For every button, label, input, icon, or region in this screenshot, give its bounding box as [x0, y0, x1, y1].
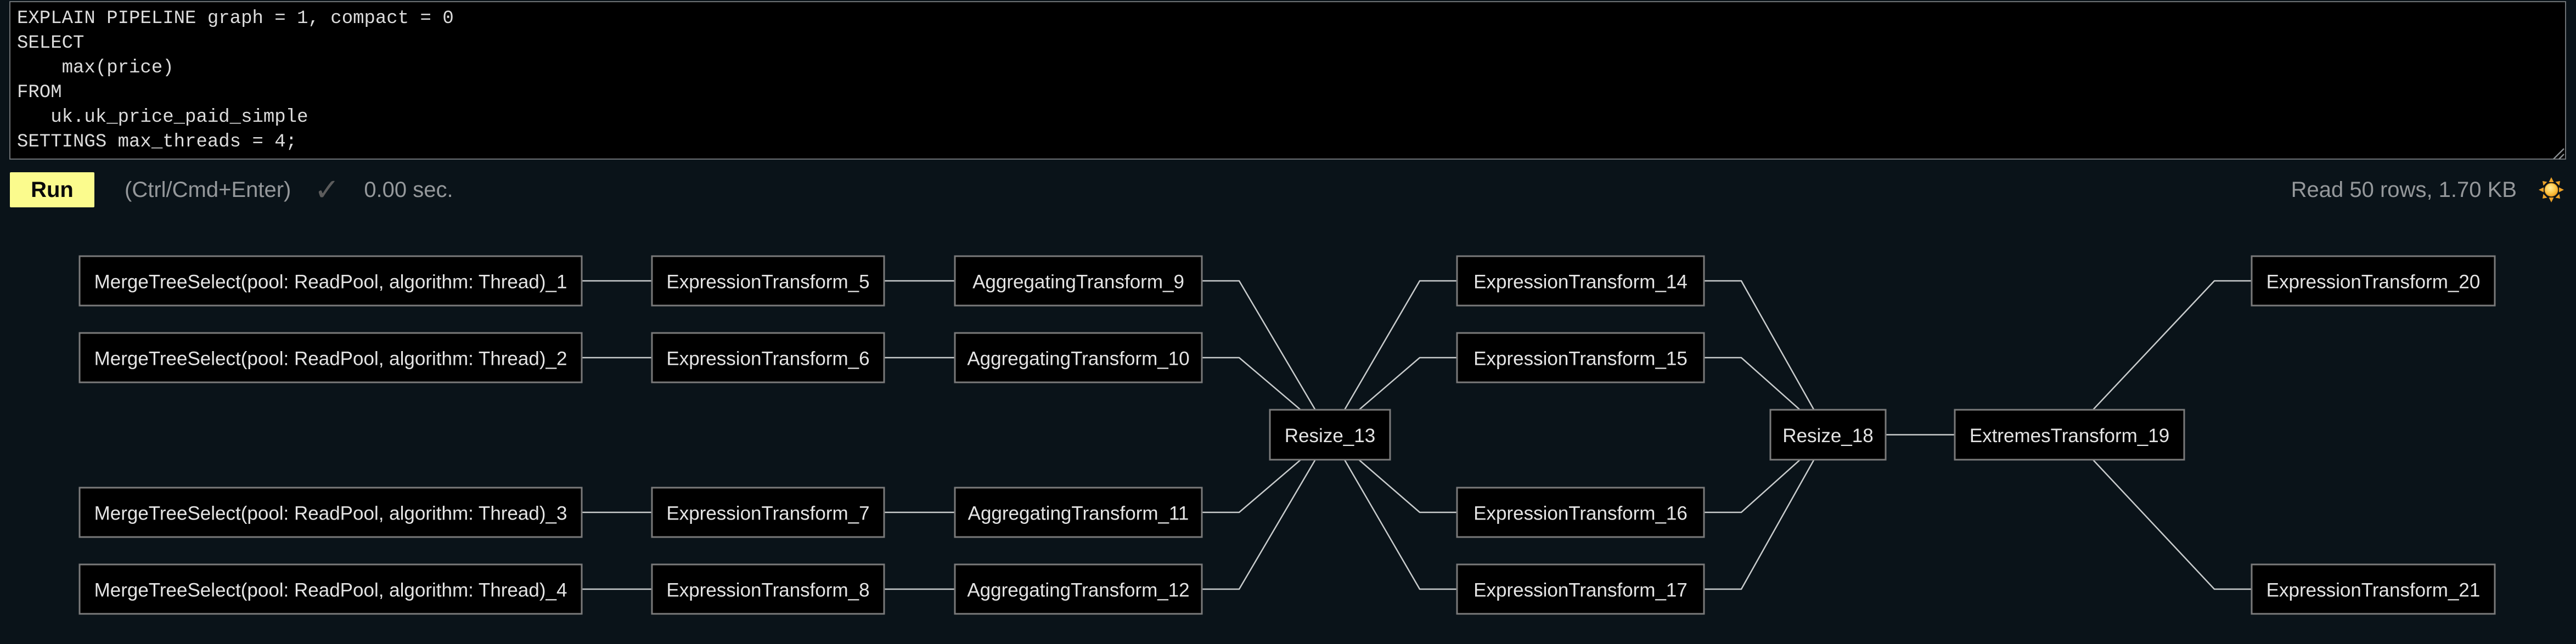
graph-node [1456, 487, 1705, 538]
graph-node [1769, 409, 1887, 461]
elapsed-time: 0.00 sec. [364, 177, 453, 202]
graph-node-label: ExpressionTransform_14 [1473, 272, 1688, 293]
graph-node-label: ExpressionTransform_5 [666, 272, 869, 293]
graph-node [954, 487, 1203, 538]
graph-node [954, 563, 1203, 615]
query-editor[interactable]: EXPLAIN PIPELINE graph = 1, compact = 0 … [9, 1, 2566, 160]
graph-node-label: ExpressionTransform_17 [1473, 580, 1688, 601]
graph-node [1456, 332, 1705, 383]
graph-node-label: ExpressionTransform_7 [666, 503, 869, 524]
graph-node [651, 332, 885, 383]
graph-node [78, 332, 583, 383]
graph-node [954, 332, 1203, 383]
graph-node-label: MergeTreeSelect(pool: ReadPool, algorith… [94, 272, 567, 293]
graph-node-label: AggregatingTransform_10 [967, 348, 1189, 370]
graph-node-label: ExpressionTransform_21 [2266, 580, 2481, 601]
graph-node [954, 255, 1203, 307]
graph-edge [1704, 434, 1829, 513]
graph-edge [1329, 280, 1457, 436]
graph-node [1456, 255, 1705, 307]
graph-node [78, 563, 583, 615]
graph-node [1456, 563, 1705, 615]
graph-node [651, 487, 885, 538]
graph-node [651, 255, 885, 307]
graph-node-label: ExpressionTransform_8 [666, 580, 869, 601]
graph-node-label: ExpressionTransform_20 [2266, 272, 2481, 293]
graph-node [78, 255, 583, 307]
graph-node [1269, 409, 1391, 461]
graph-node-label: ExtremesTransform_19 [1970, 425, 2169, 447]
graph-node-label: AggregatingTransform_11 [968, 503, 1189, 524]
graph-edge [1202, 280, 1331, 436]
run-button[interactable]: Run [10, 172, 94, 207]
graph-edge [1202, 357, 1331, 436]
read-stats: Read 50 rows, 1.70 KB [2291, 177, 2517, 202]
graph-edge [1202, 434, 1331, 513]
graph-edge [2069, 434, 2252, 590]
graph-node [2251, 563, 2496, 615]
graph-edge [1329, 357, 1457, 436]
graph-edge [1329, 434, 1457, 590]
success-check-icon: ✓ [314, 172, 340, 207]
sun-icon[interactable] [2539, 177, 2564, 202]
graph-edge [1329, 434, 1457, 513]
graph-node-label: Resize_18 [1782, 425, 1873, 447]
graph-edge [2069, 280, 2252, 436]
graph-edge [1704, 357, 1829, 436]
shortcut-hint: (Ctrl/Cmd+Enter) [125, 177, 291, 202]
graph-node-label: MergeTreeSelect(pool: ReadPool, algorith… [94, 580, 567, 601]
graph-node [78, 487, 583, 538]
graph-node-label: MergeTreeSelect(pool: ReadPool, algorith… [94, 348, 567, 370]
graph-node-label: AggregatingTransform_12 [967, 580, 1189, 601]
graph-node-label: ExpressionTransform_15 [1473, 348, 1688, 370]
graph-node-label: ExpressionTransform_16 [1473, 503, 1688, 524]
graph-node-label: Resize_13 [1285, 425, 1375, 447]
graph-node-label: AggregatingTransform_9 [972, 272, 1184, 293]
graph-edge [1202, 434, 1331, 590]
toolbar: Run (Ctrl/Cmd+Enter) ✓ 0.00 sec. Read 50… [0, 162, 2576, 218]
textarea-resize-grip-icon[interactable] [2546, 142, 2565, 160]
graph-edge [1704, 280, 1829, 436]
graph-node [2251, 255, 2496, 307]
graph-node [651, 563, 885, 615]
graph-node-label: ExpressionTransform_6 [666, 348, 869, 370]
graph-node-label: MergeTreeSelect(pool: ReadPool, algorith… [94, 503, 567, 524]
graph-edge [1704, 434, 1829, 590]
graph-node [1954, 409, 2185, 461]
